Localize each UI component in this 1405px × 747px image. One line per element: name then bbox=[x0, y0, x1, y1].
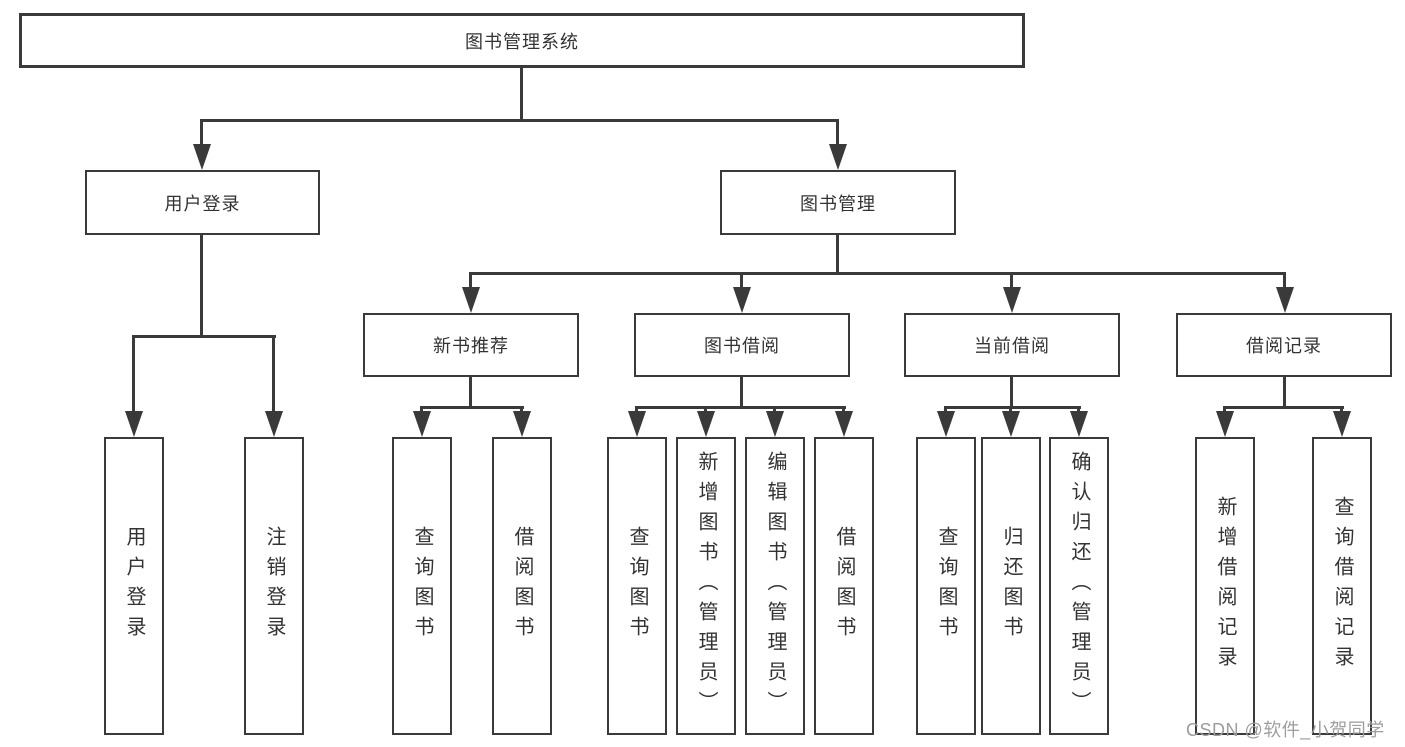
leaf-query-borrow-record-label: 查询借阅记录 bbox=[1331, 496, 1353, 676]
leaf-confirm-return-admin-label: 确认归还（管理员） bbox=[1068, 451, 1090, 721]
connector-line bbox=[635, 406, 846, 409]
connector-line bbox=[1010, 272, 1013, 290]
connector-line bbox=[420, 406, 524, 409]
node-current-borrow: 当前借阅 bbox=[904, 313, 1120, 377]
connector-line bbox=[740, 272, 743, 290]
arrowhead-icon bbox=[1002, 411, 1020, 437]
connector-line bbox=[1283, 272, 1286, 290]
arrowhead-icon bbox=[1003, 287, 1021, 313]
node-borrow-record: 借阅记录 bbox=[1176, 313, 1392, 377]
connector-line bbox=[773, 406, 776, 415]
arrowhead-icon bbox=[697, 411, 715, 437]
arrowhead-icon bbox=[193, 144, 211, 170]
connector-line bbox=[704, 406, 707, 415]
node-user-login-label: 用户登录 bbox=[164, 193, 241, 214]
leaf-user-login-label: 用户登录 bbox=[123, 526, 145, 646]
arrowhead-icon bbox=[265, 411, 283, 437]
connector-line bbox=[635, 406, 638, 415]
connector-line bbox=[469, 272, 472, 290]
connector-line bbox=[842, 406, 845, 415]
connector-line bbox=[469, 375, 472, 409]
connector-line bbox=[272, 335, 275, 415]
connector-line bbox=[200, 233, 203, 337]
node-book-borrow: 图书借阅 bbox=[634, 313, 850, 377]
leaf-query-books-current: 查询图书 bbox=[916, 437, 976, 735]
arrowhead-icon bbox=[1216, 411, 1234, 437]
leaf-query-books-recommend: 查询图书 bbox=[392, 437, 452, 735]
connector-line bbox=[132, 335, 135, 415]
connector-line bbox=[520, 406, 523, 415]
leaf-add-borrow-record-label: 新增借阅记录 bbox=[1214, 496, 1236, 676]
connector-line bbox=[944, 406, 947, 415]
arrowhead-icon bbox=[1276, 287, 1294, 313]
connector-line bbox=[420, 406, 423, 415]
connector-line bbox=[1223, 406, 1226, 415]
leaf-edit-books-admin: 编辑图书（管理员） bbox=[745, 437, 805, 735]
arrowhead-icon bbox=[628, 411, 646, 437]
connector-line bbox=[132, 335, 276, 338]
leaf-confirm-return-admin: 确认归还（管理员） bbox=[1049, 437, 1109, 735]
leaf-user-login: 用户登录 bbox=[104, 437, 164, 735]
leaf-borrow-books-label: 借阅图书 bbox=[833, 526, 855, 646]
leaf-add-books-admin: 新增图书（管理员） bbox=[676, 437, 736, 735]
leaf-query-books-current-label: 查询图书 bbox=[935, 526, 957, 646]
arrowhead-icon bbox=[829, 144, 847, 170]
node-book-management: 图书管理 bbox=[720, 170, 956, 235]
leaf-add-books-admin-label: 新增图书（管理员） bbox=[695, 451, 717, 721]
connector-line bbox=[836, 233, 839, 275]
connector-line bbox=[200, 119, 203, 149]
leaf-logout-login-label: 注销登录 bbox=[263, 526, 285, 646]
node-current-borrow-label: 当前借阅 bbox=[974, 336, 1050, 356]
connector-line bbox=[944, 406, 1081, 409]
node-new-book-recommend: 新书推荐 bbox=[363, 313, 579, 377]
node-new-book-recommend-label: 新书推荐 bbox=[433, 336, 509, 356]
node-book-management-label: 图书管理 bbox=[800, 193, 876, 214]
connector-line bbox=[520, 66, 523, 122]
node-user-login: 用户登录 bbox=[85, 170, 320, 235]
leaf-query-books-borrow: 查询图书 bbox=[607, 437, 667, 735]
node-book-borrow-label: 图书借阅 bbox=[704, 336, 780, 356]
arrowhead-icon bbox=[513, 411, 531, 437]
leaf-borrow-books-recommend-label: 借阅图书 bbox=[511, 526, 533, 646]
connector-line bbox=[1010, 375, 1013, 409]
leaf-return-books-label: 归还图书 bbox=[1000, 526, 1022, 646]
arrowhead-icon bbox=[835, 411, 853, 437]
leaf-return-books: 归还图书 bbox=[981, 437, 1041, 735]
connector-line bbox=[1223, 406, 1344, 409]
connector-line bbox=[836, 119, 839, 149]
leaf-borrow-books: 借阅图书 bbox=[814, 437, 874, 735]
connector-line bbox=[200, 119, 839, 122]
connector-line bbox=[740, 375, 743, 409]
arrowhead-icon bbox=[937, 411, 955, 437]
leaf-borrow-books-recommend: 借阅图书 bbox=[492, 437, 552, 735]
leaf-edit-books-admin-label: 编辑图书（管理员） bbox=[764, 451, 786, 721]
leaf-logout-login: 注销登录 bbox=[244, 437, 304, 735]
node-borrow-record-label: 借阅记录 bbox=[1246, 336, 1322, 356]
leaf-query-books-recommend-label: 查询图书 bbox=[411, 526, 433, 646]
connector-line bbox=[469, 272, 1286, 275]
leaf-query-books-borrow-label: 查询图书 bbox=[626, 526, 648, 646]
node-root-label: 图书管理系统 bbox=[465, 31, 579, 52]
connector-line bbox=[1340, 406, 1343, 415]
leaf-add-borrow-record: 新增借阅记录 bbox=[1195, 437, 1255, 735]
watermark: CSDN @软件_小贺同学 bbox=[1186, 720, 1385, 740]
arrowhead-icon bbox=[766, 411, 784, 437]
connector-line bbox=[1009, 406, 1012, 415]
connector-line bbox=[1283, 375, 1286, 409]
connector-line bbox=[1077, 406, 1080, 415]
node-root: 图书管理系统 bbox=[19, 13, 1025, 68]
arrowhead-icon bbox=[1333, 411, 1351, 437]
arrowhead-icon bbox=[125, 411, 143, 437]
arrowhead-icon bbox=[733, 287, 751, 313]
arrowhead-icon bbox=[413, 411, 431, 437]
arrowhead-icon bbox=[462, 287, 480, 313]
arrowhead-icon bbox=[1070, 411, 1088, 437]
leaf-query-borrow-record: 查询借阅记录 bbox=[1312, 437, 1372, 735]
